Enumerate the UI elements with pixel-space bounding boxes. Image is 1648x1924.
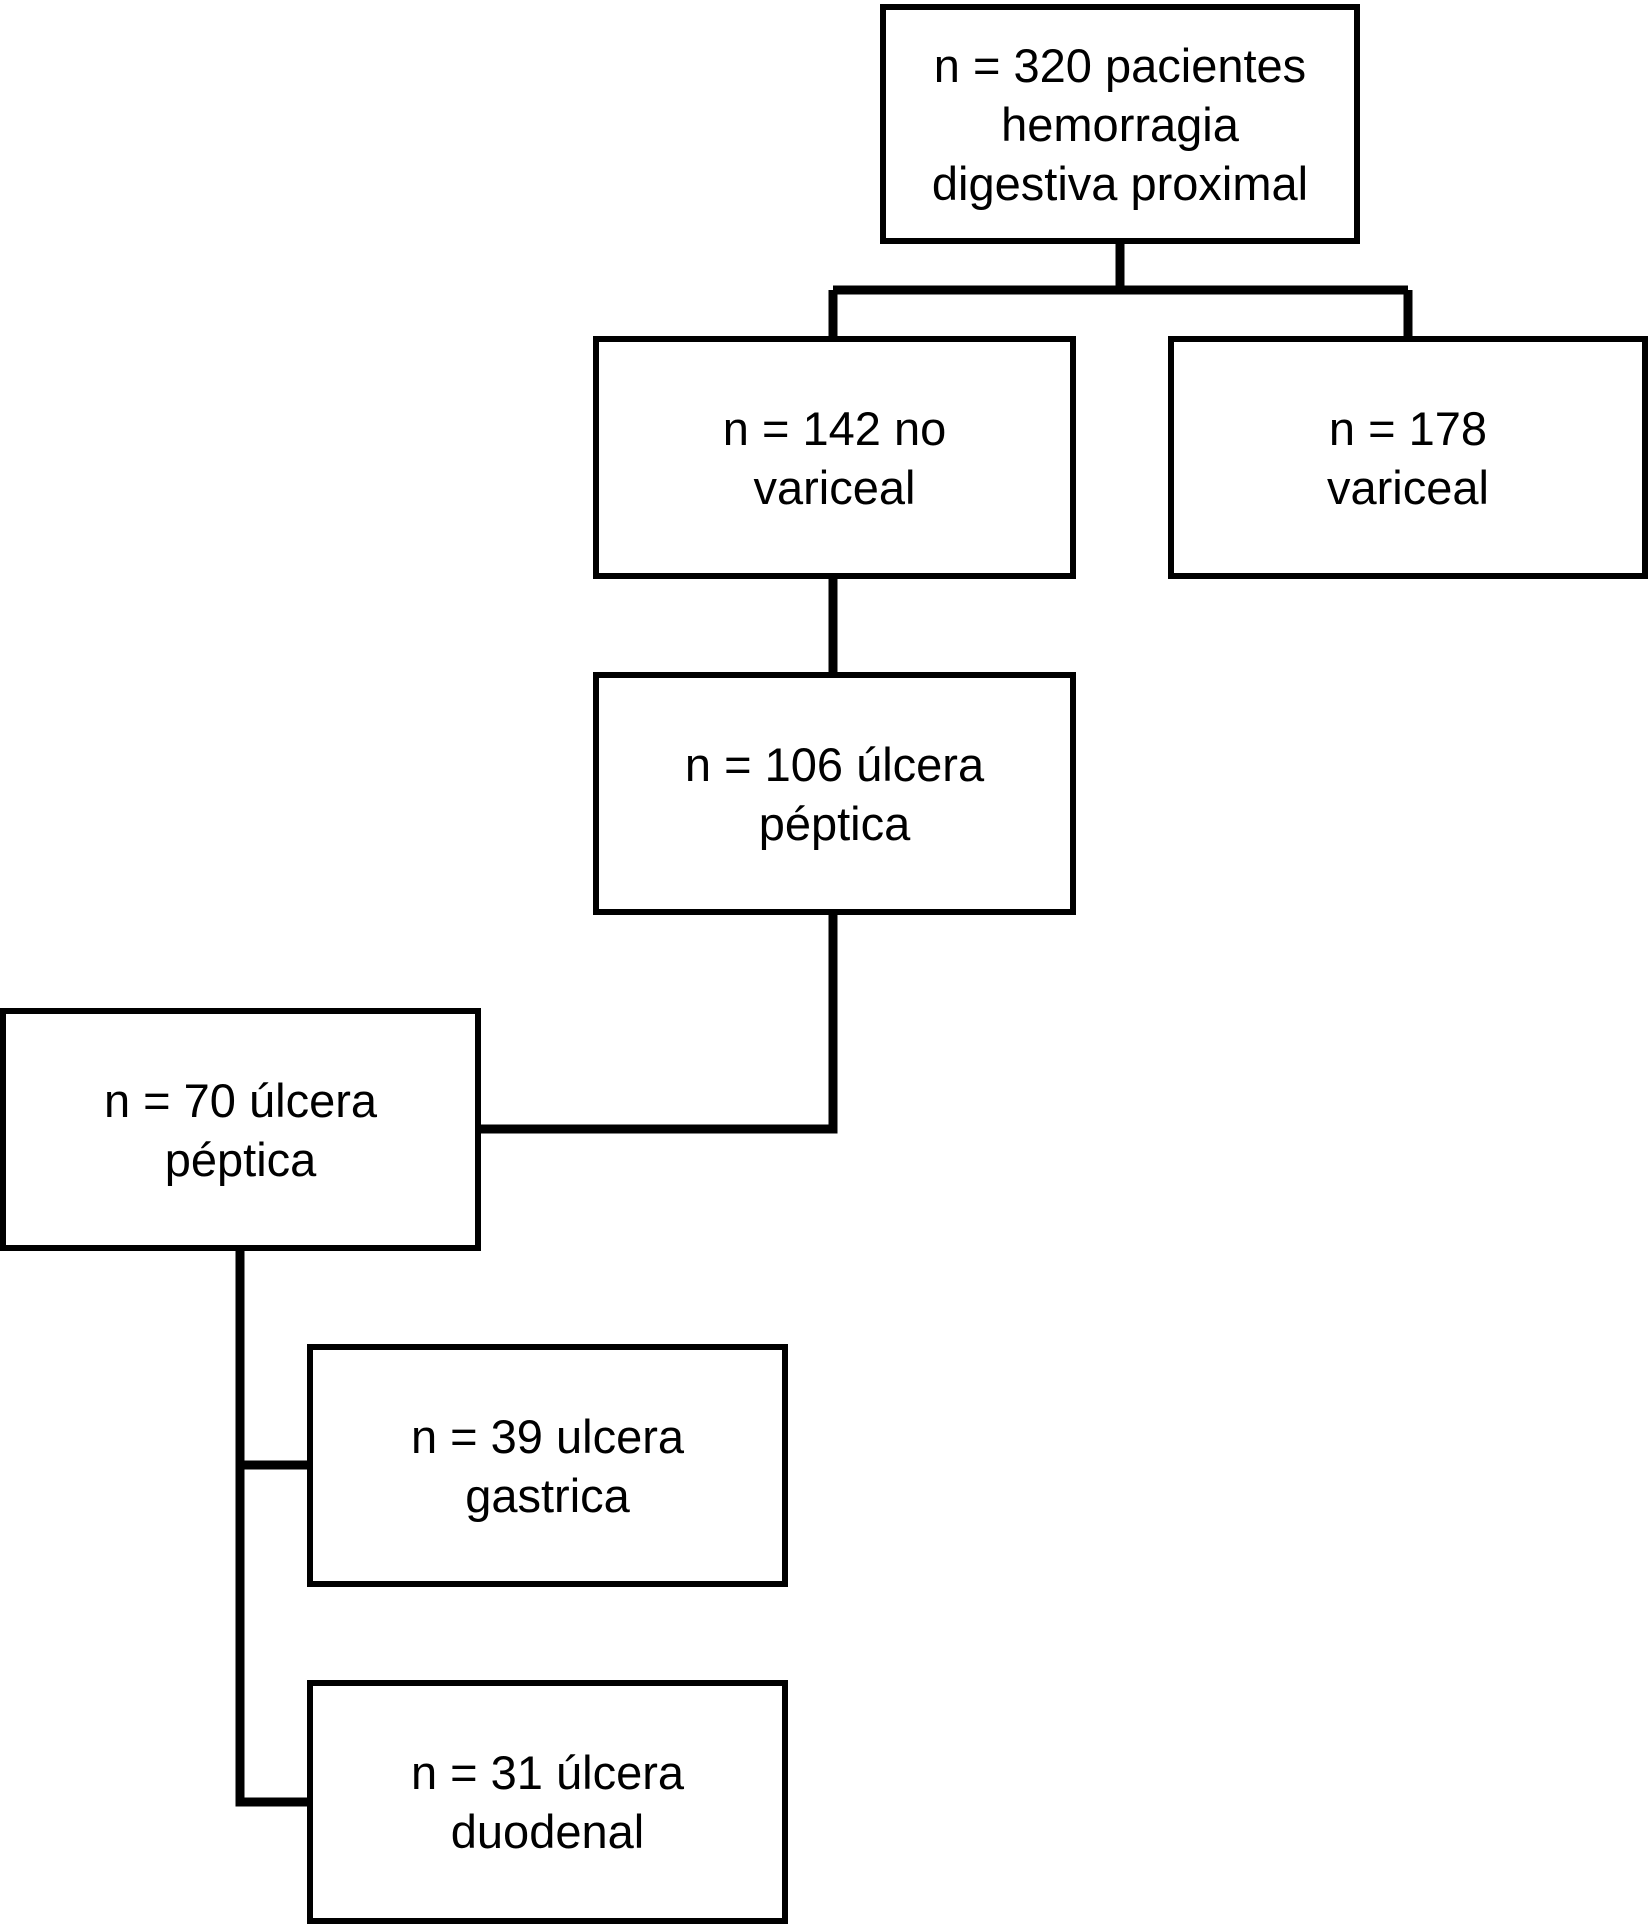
node-ulcera-peptica-70: n = 70 úlcera péptica xyxy=(0,1008,481,1251)
edge-70-to-duodenal xyxy=(235,1251,307,1807)
edge-106-to-70 xyxy=(481,915,838,1134)
node-variceal: n = 178 variceal xyxy=(1168,336,1648,579)
node-no-variceal: n = 142 no variceal xyxy=(593,336,1076,579)
node-root-pacientes: n = 320 pacientes hemorragia digestiva p… xyxy=(880,4,1360,244)
node-variceal-label: n = 178 variceal xyxy=(1327,401,1489,514)
node-ulcera-gastrica: n = 39 ulcera gastrica xyxy=(307,1344,788,1587)
node-ulcera-peptica-70-label: n = 70 úlcera péptica xyxy=(103,1073,378,1186)
node-ulcera-peptica-106-label: n = 106 úlcera péptica xyxy=(684,737,985,850)
node-ulcera-peptica-106: n = 106 úlcera péptica xyxy=(593,672,1076,915)
node-ulcera-gastrica-label: n = 39 ulcera gastrica xyxy=(410,1409,685,1522)
node-no-variceal-label: n = 142 no variceal xyxy=(722,401,947,514)
node-ulcera-duodenal-label: n = 31 úlcera duodenal xyxy=(410,1746,685,1858)
node-root-label: n = 320 pacientes hemorragia digestiva p… xyxy=(931,38,1309,210)
node-ulcera-duodenal: n = 31 úlcera duodenal xyxy=(307,1680,788,1924)
